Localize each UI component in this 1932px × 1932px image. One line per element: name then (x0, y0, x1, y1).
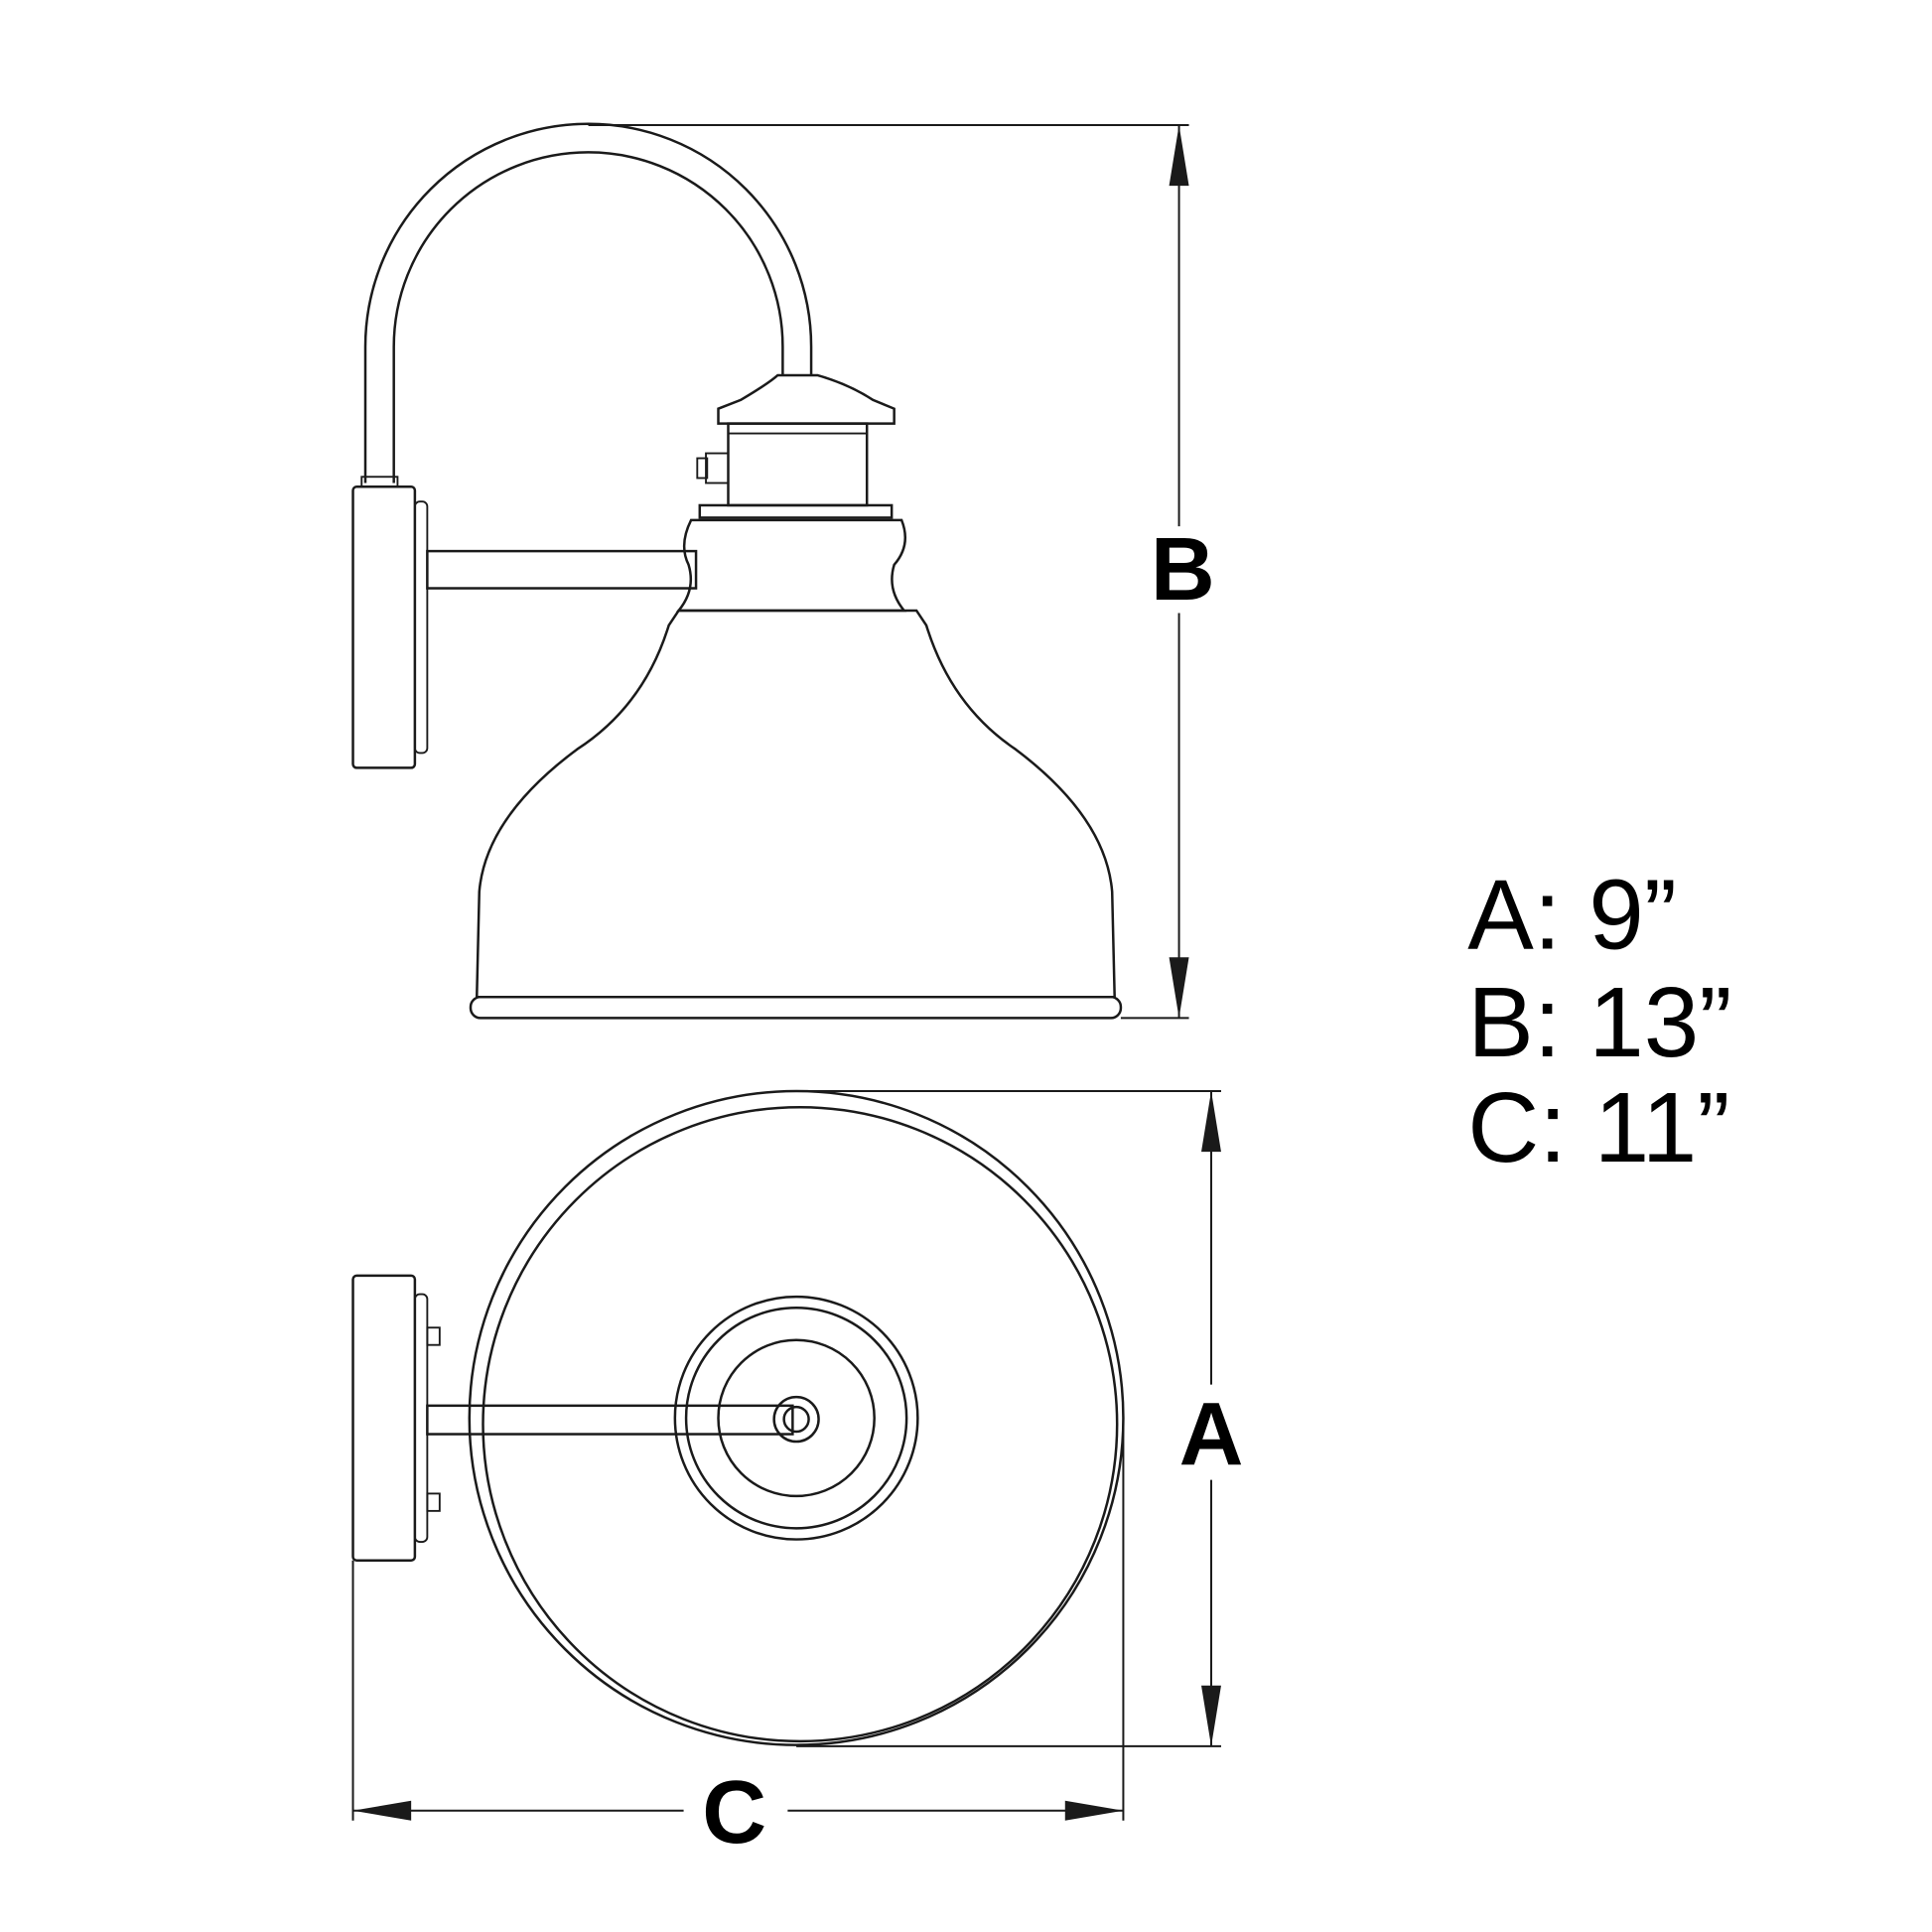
socket-ring (698, 503, 894, 519)
arm-front (426, 1404, 794, 1436)
dimension-c: C (351, 1424, 1125, 1863)
shade-body (475, 609, 1116, 999)
dimension-label-a: A (1179, 1386, 1244, 1485)
shade-inner-circle (482, 1105, 1119, 1743)
socket-cap (696, 373, 896, 507)
screw-icon (426, 1326, 441, 1346)
dimension-b: B (588, 123, 1215, 1020)
spec-a: A: 9” (1467, 861, 1677, 971)
gooseneck-arm (360, 122, 813, 488)
wall-plate-side (351, 484, 429, 769)
front-view (351, 1089, 1125, 1746)
dimension-label-c: C (702, 1763, 766, 1863)
dimension-a: A (796, 1089, 1244, 1747)
switch-knob-icon (696, 452, 730, 484)
wall-plate-front (351, 1274, 441, 1563)
spec-c: C: 11” (1467, 1073, 1729, 1183)
shade-neck (675, 518, 907, 613)
dimension-specs: A: 9” B: 13” C: 11” (1467, 861, 1731, 1184)
shade-rim (469, 995, 1123, 1020)
screw-icon (426, 1492, 441, 1512)
dimension-label-b: B (1151, 520, 1215, 620)
spec-b: B: 13” (1467, 968, 1731, 1078)
horizontal-arm (426, 549, 698, 590)
side-view (351, 122, 1123, 1020)
